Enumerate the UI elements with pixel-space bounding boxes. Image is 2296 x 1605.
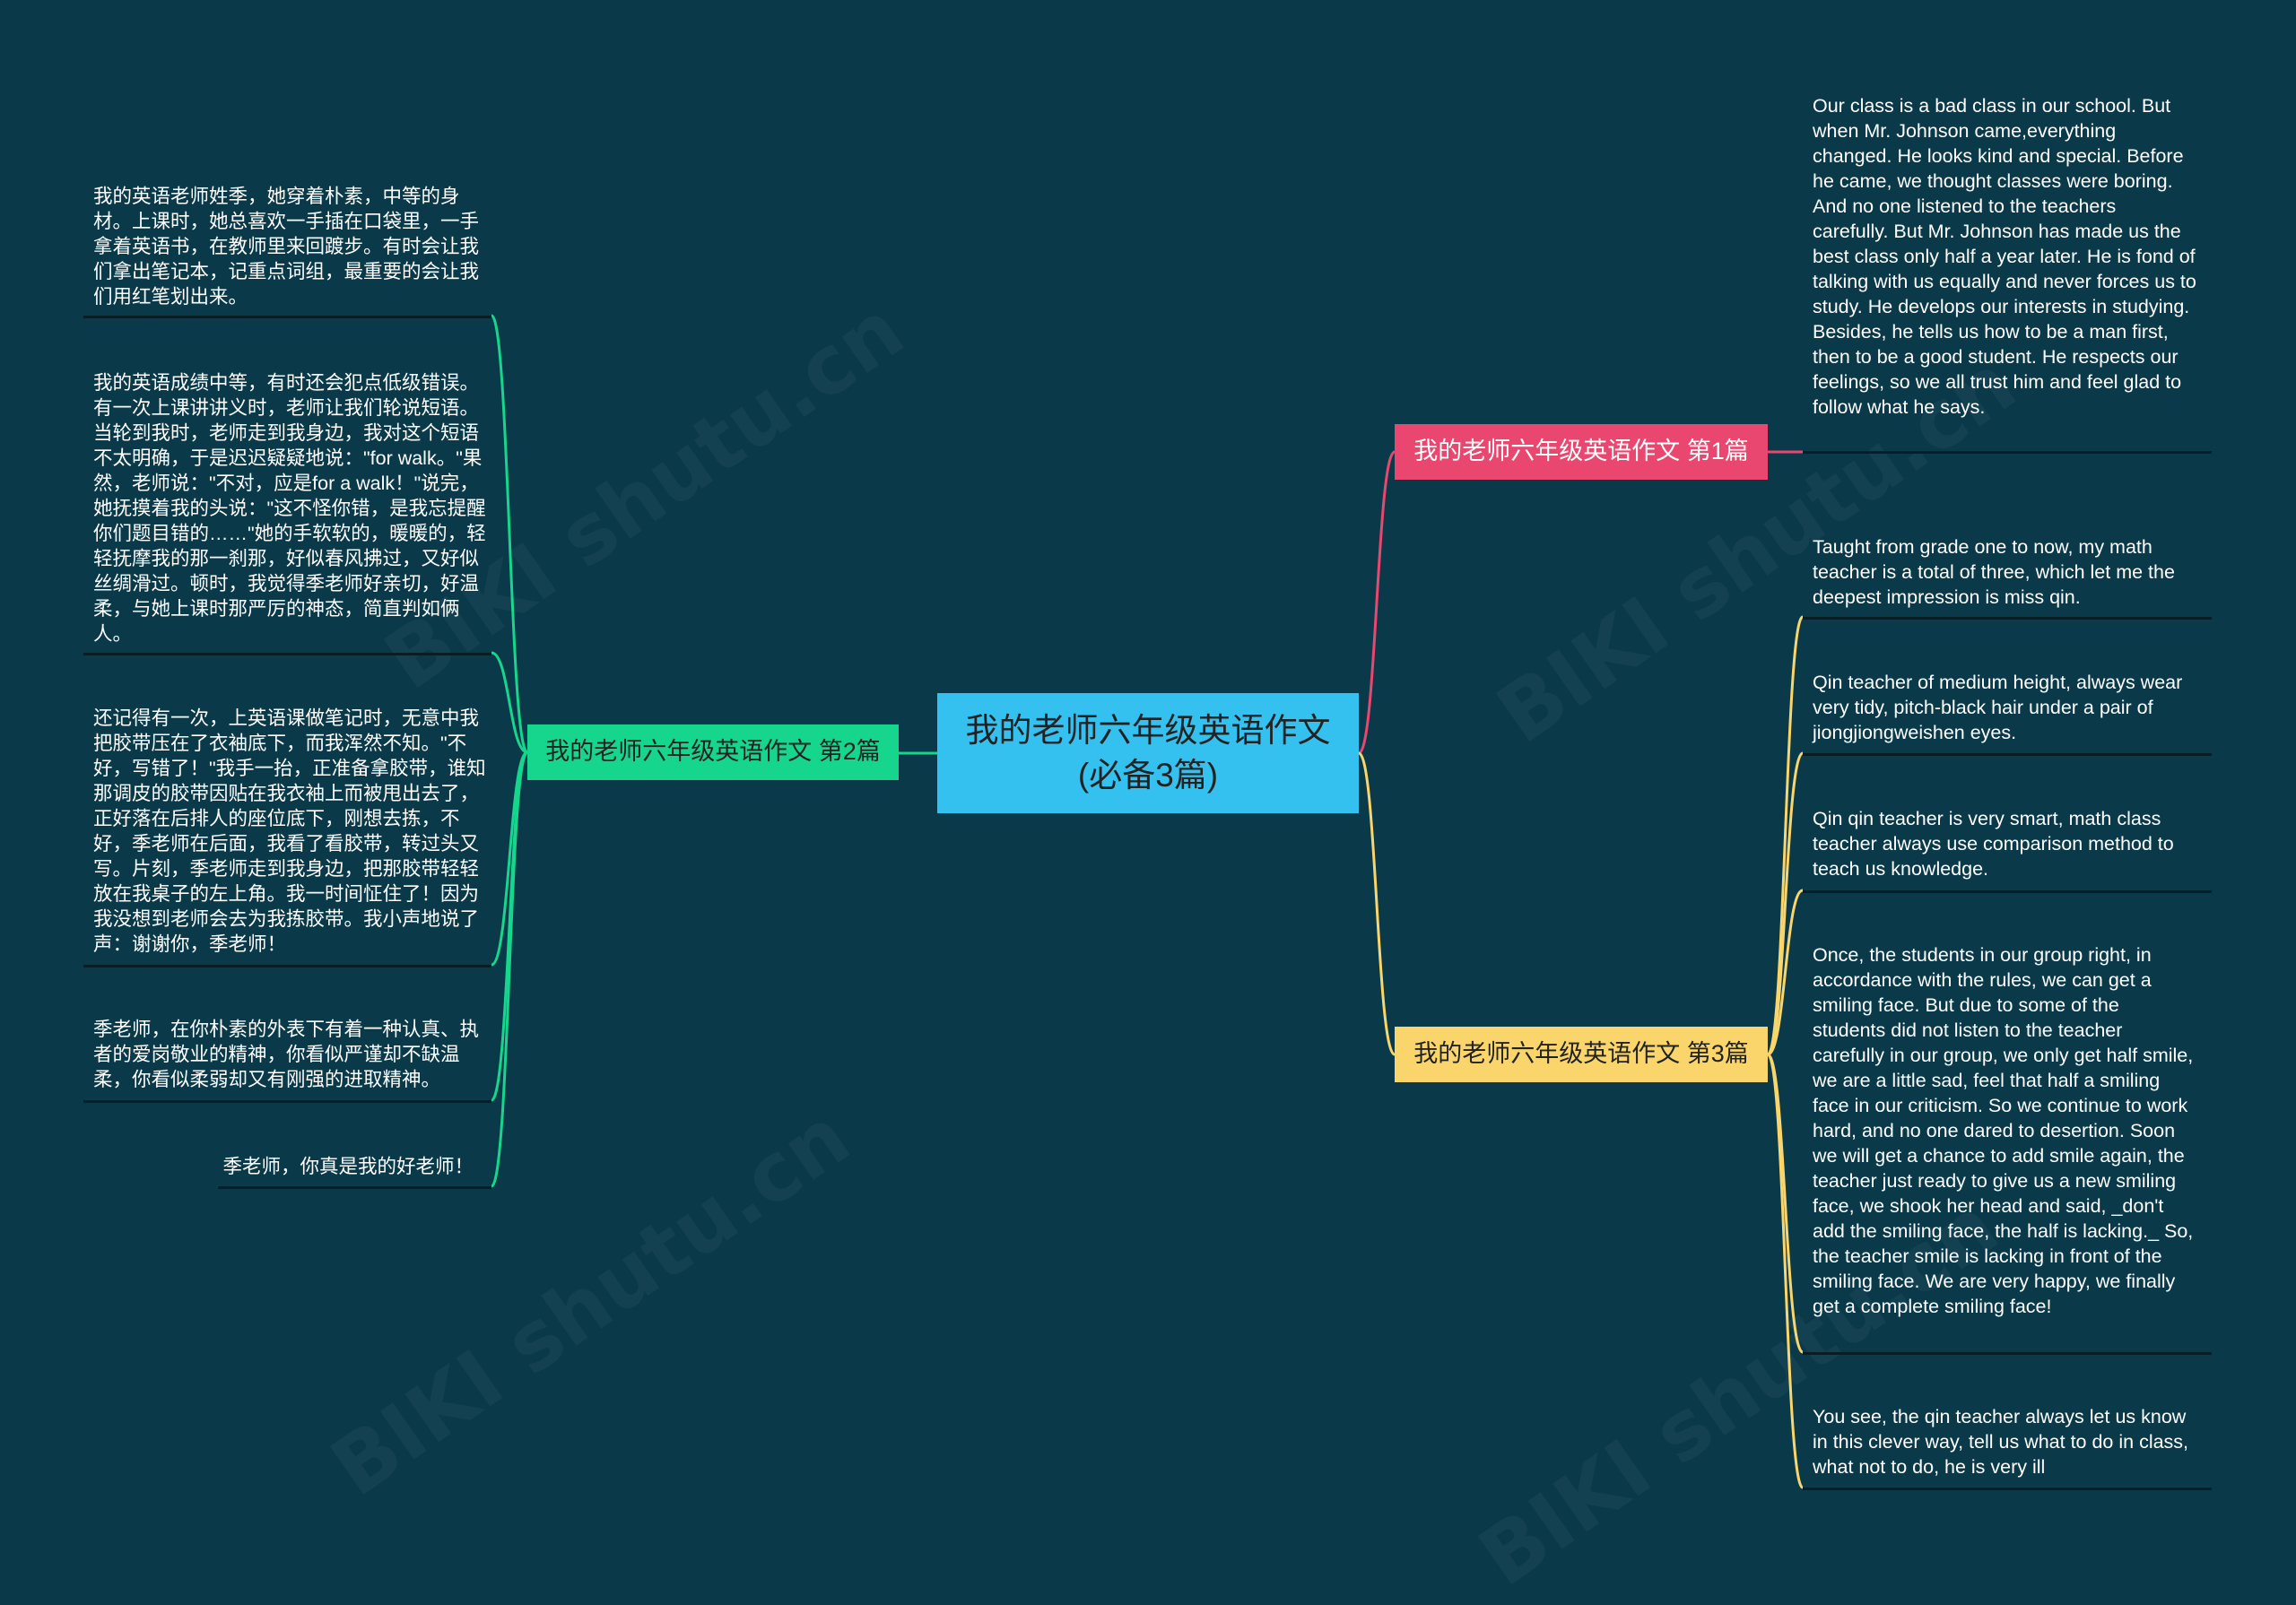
leaf-underline [1803, 1488, 2212, 1490]
leaf-note[interactable]: 还记得有一次，上英语课做笔记时，无意中我把胶带压在了衣袖底下，而我浑然不知。"不… [93, 707, 486, 955]
leaf-note[interactable]: 季老师，在你朴素的外表下有着一种认真、执者的爱岗敬业的精神，你看似严谨却不缺温柔… [93, 1019, 480, 1090]
leaf-note[interactable]: Qin teacher of medium height, always wea… [1813, 672, 2183, 743]
central-topic[interactable]: 我的老师六年级英语作文(必备3篇) [937, 693, 1359, 813]
connector-center-branch1 [1357, 450, 1396, 755]
connector-branch3-leaf [1766, 615, 1805, 1056]
leaf-underline [83, 965, 491, 967]
branch-label-1: 我的老师六年级英语作文 第1篇 [1413, 438, 1749, 465]
branch-node-1[interactable]: 我的老师六年级英语作文 第1篇 [1395, 424, 1768, 480]
leaf-note[interactable]: Our class is a bad class in our school. … [1813, 95, 2196, 418]
connector-branch2-leaf [491, 651, 528, 754]
branch-label-2: 我的老师六年级英语作文 第2篇 [545, 738, 881, 766]
branch-label-3: 我的老师六年级英语作文 第3篇 [1413, 1040, 1749, 1068]
connector-branch3-leaf [1766, 1053, 1805, 1489]
connector-branch3-leaf [1766, 751, 1805, 1056]
leaf-underline [1803, 1352, 2212, 1355]
connector-center-branch3 [1357, 751, 1396, 1056]
leaf-note[interactable]: Once, the students in our group right, i… [1813, 944, 2194, 1317]
leaf-underline [218, 1186, 491, 1189]
leaf-underline [83, 1100, 491, 1103]
leaf-underline [1803, 890, 2212, 893]
branch-node-2[interactable]: 我的老师六年级英语作文 第2篇 [527, 724, 899, 780]
leaf-underline [83, 653, 491, 655]
connector-branch2-leaf [490, 750, 529, 1102]
connector-branch3-leaf [1767, 889, 1804, 1056]
leaf-underline [1803, 451, 2212, 454]
connector-lines [490, 314, 1805, 1489]
connector-branch2-leaf [490, 750, 529, 1188]
leaf-underline [83, 316, 491, 318]
leaf-note[interactable]: Taught from grade one to now, my math te… [1813, 536, 2175, 608]
leaf-underline [1803, 617, 2212, 620]
leaf-underline [1803, 753, 2212, 756]
leaf-note[interactable]: Qin qin teacher is very smart, math clas… [1813, 808, 2174, 880]
branch-node-3[interactable]: 我的老师六年级英语作文 第3篇 [1395, 1027, 1768, 1082]
connector-branch2-leaf [490, 314, 529, 754]
leaf-note[interactable]: 季老师，你真是我的好老师！ [222, 1156, 474, 1177]
leaf-note[interactable]: You see, the qin teacher always let us k… [1813, 1406, 2189, 1478]
leaf-note[interactable]: 我的英语成绩中等，有时还会犯点低级错误。有一次上课讲讲义时，老师让我们轮说短语。… [93, 372, 486, 645]
leaf-note[interactable]: 我的英语老师姓季，她穿着朴素，中等的身材。上课时，她总喜欢一手插在口袋里，一手拿… [93, 186, 480, 308]
central-topic-label: 我的老师六年级英语作文(必备3篇) [965, 712, 1331, 794]
